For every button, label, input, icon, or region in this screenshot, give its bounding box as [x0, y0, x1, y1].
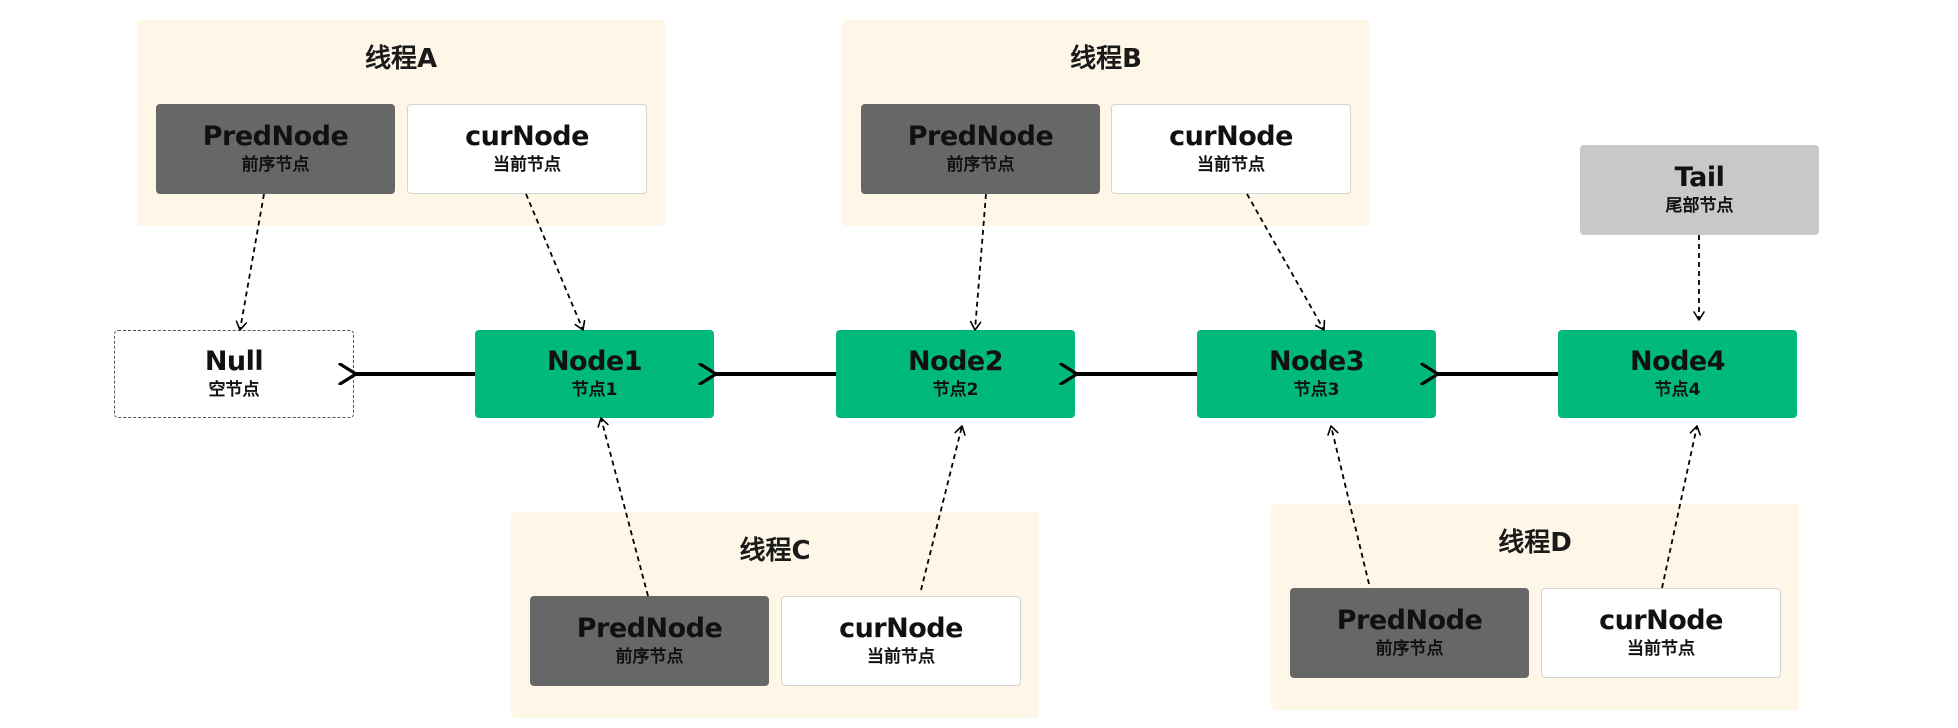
- node-1-sub: 节点1: [571, 380, 618, 400]
- thread-d-pred-sub: 前序节点: [1375, 639, 1444, 659]
- node-2-sub: 节点2: [932, 380, 979, 400]
- thread-a-cur-node: curNode 当前节点: [407, 104, 647, 194]
- thread-c-pred-label: PredNode: [576, 613, 723, 644]
- node-4: Node4 节点4: [1558, 330, 1797, 418]
- thread-b-pred-sub: 前序节点: [946, 155, 1015, 175]
- thread-b-cur-sub: 当前节点: [1197, 155, 1265, 175]
- thread-b-title: 线程B: [1070, 44, 1142, 74]
- thread-d-cur-label: curNode: [1599, 605, 1723, 636]
- node-2: Node2 节点2: [836, 330, 1075, 418]
- thread-b-cur-node: curNode 当前节点: [1111, 104, 1351, 194]
- node-3-sub: 节点3: [1293, 380, 1340, 400]
- thread-c-cur-sub: 当前节点: [867, 647, 935, 667]
- thread-c-pred-sub: 前序节点: [615, 647, 684, 667]
- null-node: Null 空节点: [114, 330, 354, 418]
- thread-d-cur-sub: 当前节点: [1627, 639, 1695, 659]
- thread-a-pred-node: PredNode 前序节点: [156, 104, 395, 194]
- node-3-label: Node3: [1268, 346, 1365, 377]
- node-3: Node3 节点3: [1197, 330, 1436, 418]
- thread-c-cur-node: curNode 当前节点: [781, 596, 1021, 686]
- thread-a-pred-label: PredNode: [202, 121, 349, 152]
- thread-d-title: 线程D: [1498, 528, 1572, 558]
- node-4-sub: 节点4: [1654, 380, 1701, 400]
- thread-a-pred-sub: 前序节点: [241, 155, 310, 175]
- thread-a-cur-sub: 当前节点: [493, 155, 561, 175]
- node-2-label: Node2: [907, 346, 1004, 377]
- thread-c-title: 线程C: [739, 536, 811, 566]
- thread-d-pred-node: PredNode 前序节点: [1290, 588, 1529, 678]
- node-1: Node1 节点1: [475, 330, 714, 418]
- null-label: Null: [204, 346, 264, 377]
- node-1-label: Node1: [546, 346, 643, 377]
- node-4-label: Node4: [1629, 346, 1726, 377]
- thread-a-cur-label: curNode: [465, 121, 589, 152]
- thread-a-title: 线程A: [364, 44, 438, 74]
- thread-c-pred-node: PredNode 前序节点: [530, 596, 769, 686]
- thread-c-cur-label: curNode: [839, 613, 963, 644]
- thread-d-pred-label: PredNode: [1336, 605, 1483, 636]
- tail-label: Tail: [1674, 162, 1725, 193]
- tail-sub: 尾部节点: [1665, 196, 1734, 216]
- thread-b-cur-label: curNode: [1169, 121, 1293, 152]
- null-sub: 空节点: [208, 380, 260, 400]
- thread-b-pred-node: PredNode 前序节点: [861, 104, 1100, 194]
- thread-b-pred-label: PredNode: [907, 121, 1054, 152]
- thread-d-cur-node: curNode 当前节点: [1541, 588, 1781, 678]
- tail-node: Tail 尾部节点: [1580, 145, 1819, 235]
